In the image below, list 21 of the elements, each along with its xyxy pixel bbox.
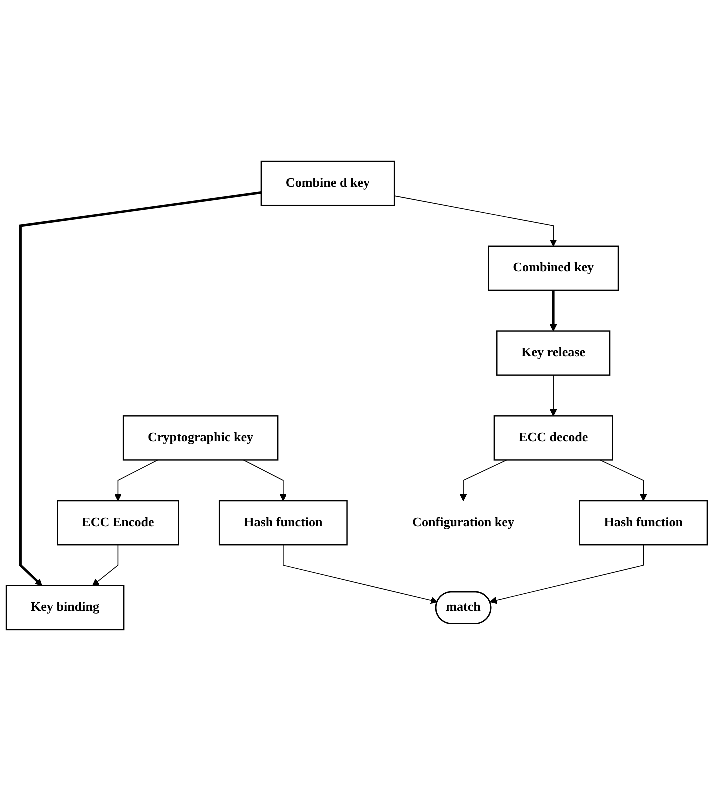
node-box: Combined key — [488, 246, 620, 291]
arrow — [394, 195, 558, 246]
node-box: Combine d key — [260, 160, 396, 206]
arrow — [114, 460, 158, 502]
node-box: Hash function — [579, 500, 708, 546]
arrow — [20, 191, 262, 586]
node-box: ECC Encode — [57, 500, 180, 546]
node-box: Cryptographic key — [122, 415, 279, 461]
node-box: ECC decode — [494, 415, 614, 461]
node-text: Configuration key — [412, 515, 514, 530]
node-box: Key binding — [6, 585, 125, 630]
node-box: Hash function — [218, 500, 348, 546]
arrow — [460, 460, 508, 502]
arrow — [550, 374, 558, 416]
arrow — [490, 544, 644, 604]
arrow — [600, 460, 648, 502]
arrow — [243, 460, 288, 502]
arrow — [92, 544, 119, 586]
node-box: Key release — [496, 330, 611, 376]
arrow — [283, 544, 438, 604]
arrow — [550, 290, 558, 332]
